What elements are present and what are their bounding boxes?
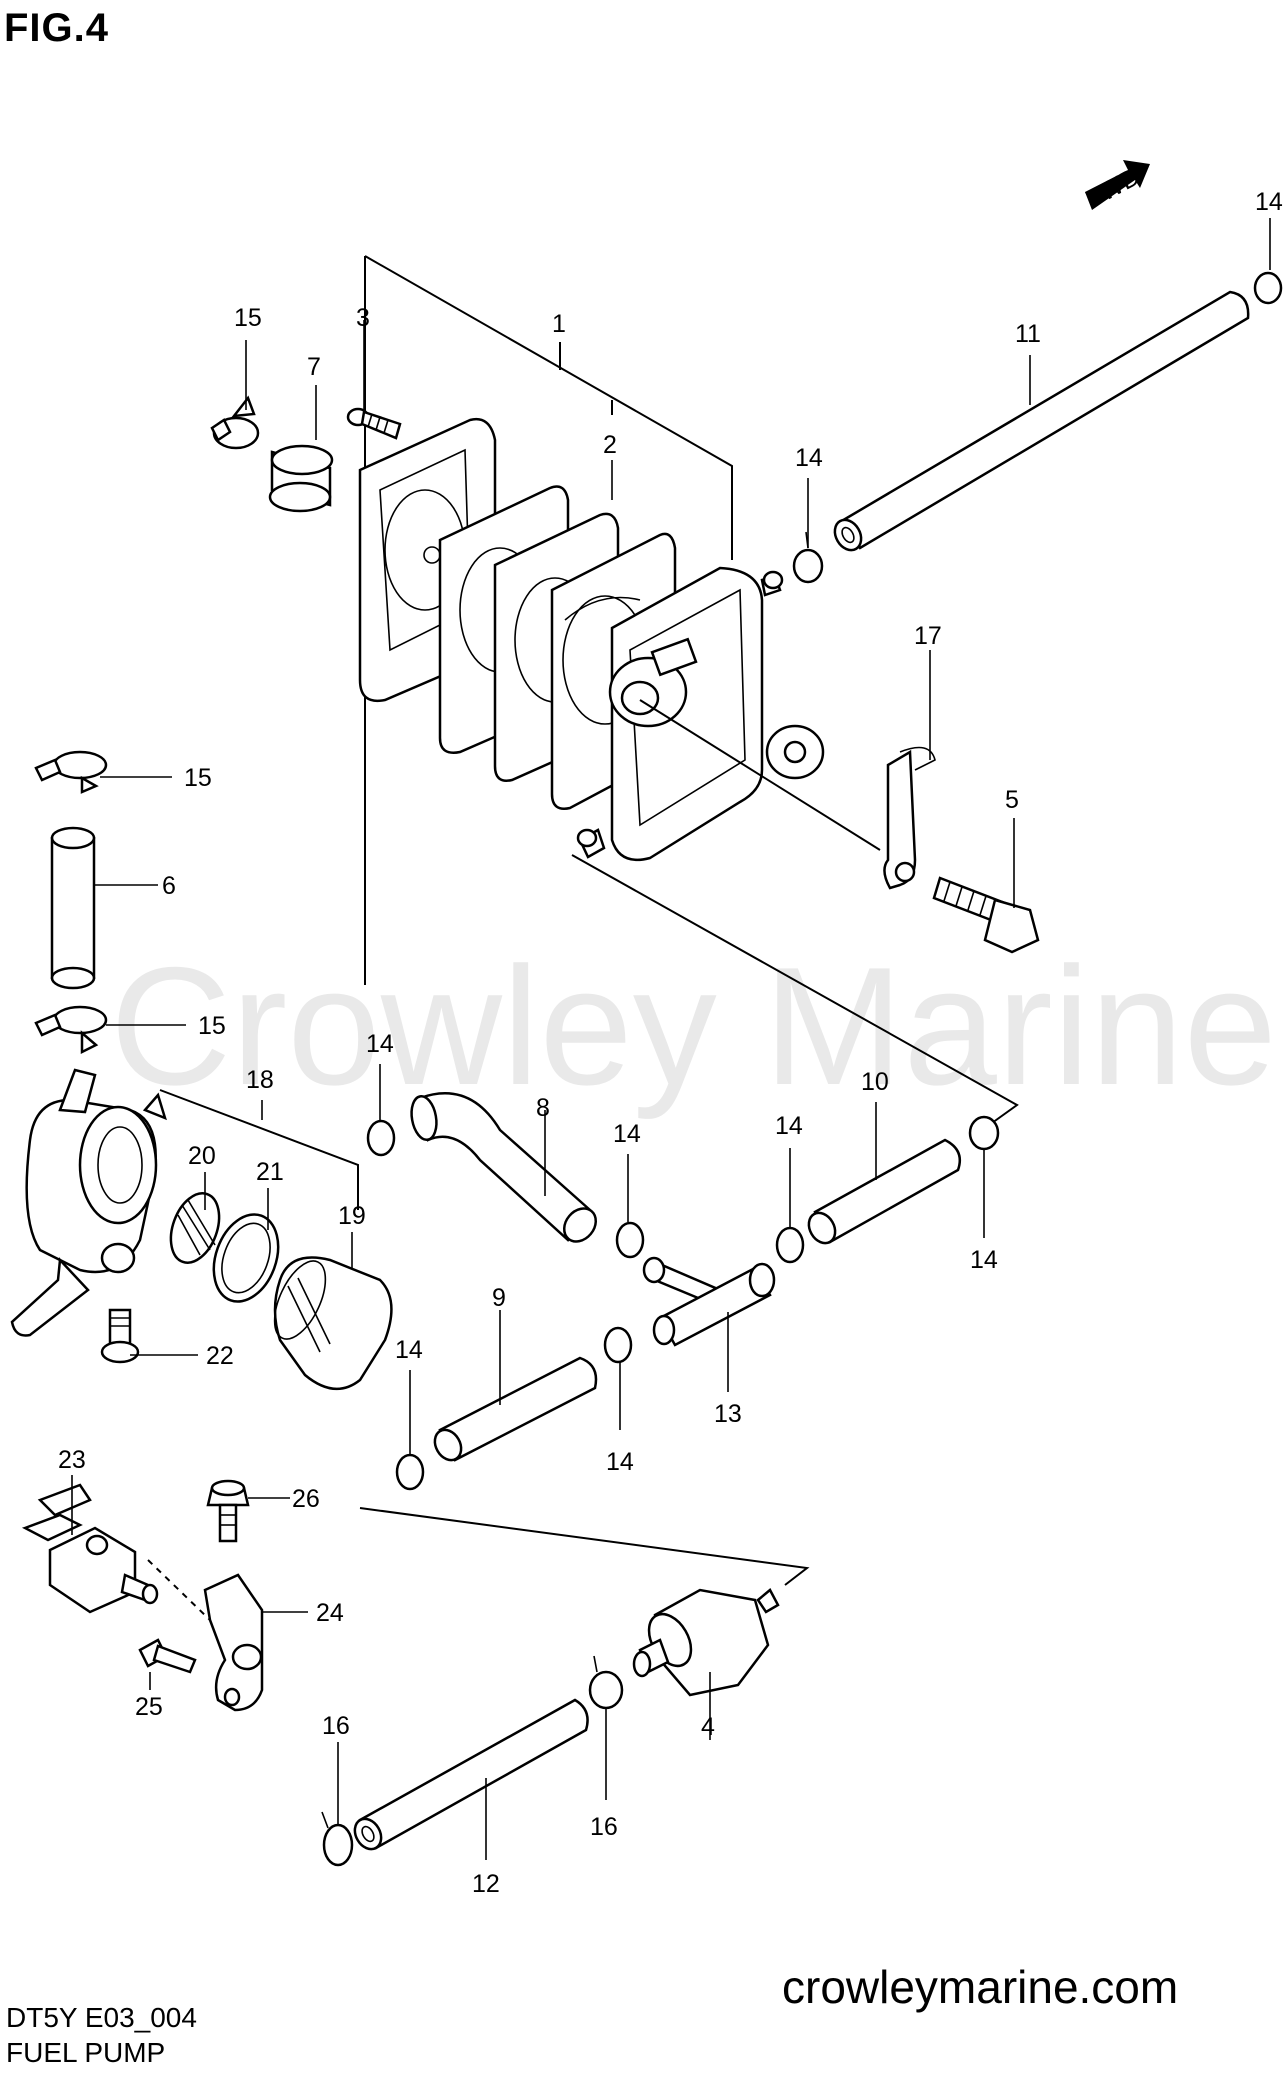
clamp-part <box>210 395 260 450</box>
fuel-cock-part <box>10 1068 167 1337</box>
bracket-part <box>883 746 1040 954</box>
callout-22: 22 <box>206 1342 234 1370</box>
clip-part <box>792 271 1283 584</box>
hose-part <box>410 1091 598 1243</box>
hose-part <box>433 1356 598 1462</box>
o-ring-part <box>212 1213 280 1303</box>
callout-26: 26 <box>292 1485 320 1513</box>
callout-9: 9 <box>492 1284 506 1312</box>
bolt-part <box>206 1479 250 1543</box>
callout-21: 21 <box>256 1158 284 1186</box>
callout-24: 24 <box>316 1599 344 1627</box>
bolt-part <box>138 1638 197 1674</box>
joint-part <box>642 1256 776 1347</box>
filter-cup-part <box>273 1256 393 1391</box>
clip-part <box>321 1655 624 1867</box>
bracket-line <box>159 1089 359 1210</box>
callout-10: 10 <box>861 1068 889 1096</box>
clamp-part <box>34 750 108 794</box>
clip-part <box>366 1115 1000 1491</box>
callout-13: 13 <box>714 1400 742 1428</box>
bracket-part <box>203 1573 264 1712</box>
callout-7: 7 <box>307 353 321 381</box>
callout-8: 8 <box>536 1094 550 1122</box>
callout-14: 14 <box>795 444 823 472</box>
fuel-filter-part <box>632 1588 780 1697</box>
watermark: Crowley Marine <box>110 932 1277 1120</box>
callout-14: 14 <box>970 1246 998 1274</box>
diagram-code: DT5Y E03_004 <box>6 2002 197 2033</box>
callout-4: 4 <box>701 1713 715 1741</box>
hose-part <box>353 1698 589 1851</box>
bracket-line <box>359 1507 810 1586</box>
hose-part <box>50 826 96 990</box>
bracket-line <box>571 854 1019 1129</box>
callout-14: 14 <box>366 1030 394 1058</box>
screw-part <box>100 1308 140 1364</box>
callout-6: 6 <box>162 872 176 900</box>
clamp-part <box>34 1005 108 1055</box>
callout-11: 11 <box>1015 320 1041 348</box>
callout-23: 23 <box>58 1446 86 1474</box>
callout-14: 14 <box>1255 188 1283 216</box>
callout-19: 19 <box>338 1202 366 1230</box>
connector-part <box>21 1483 159 1614</box>
diagram-title: FUEL PUMP <box>6 2037 166 2068</box>
callout-14: 14 <box>606 1448 634 1476</box>
screw-part <box>346 407 402 440</box>
callout-1: 1 <box>552 310 566 338</box>
callout-16: 16 <box>590 1813 618 1841</box>
callout-5: 5 <box>1005 786 1019 814</box>
callout-20: 20 <box>188 1142 216 1170</box>
site-url: crowleymarine.com <box>782 1961 1179 2013</box>
leader-lines <box>71 218 1271 1860</box>
callout-15: 15 <box>234 304 262 332</box>
pump-body <box>576 566 881 862</box>
callout-14: 14 <box>775 1112 803 1140</box>
fwd-label: FWD <box>1081 162 1144 213</box>
callout-labels: 1 2 3 4 5 6 7 8 9 10 11 12 13 14 14 14 1… <box>58 188 1283 1898</box>
figure-title: FIG.4 <box>4 6 110 50</box>
callout-15: 15 <box>198 1012 226 1040</box>
callout-12: 12 <box>472 1870 500 1898</box>
callout-14: 14 <box>613 1120 641 1148</box>
fwd-arrow-icon: FWD <box>1081 160 1150 214</box>
bracket-line <box>364 255 733 560</box>
callout-16: 16 <box>322 1712 350 1740</box>
callout-17: 17 <box>914 622 942 650</box>
callout-2: 2 <box>603 431 617 459</box>
hose-part <box>833 290 1250 552</box>
callout-25: 25 <box>135 1693 163 1721</box>
callout-14: 14 <box>395 1336 423 1364</box>
filter-screen-part <box>169 1192 221 1264</box>
callout-18: 18 <box>246 1066 274 1094</box>
hose-part <box>807 1138 962 1245</box>
hose-part <box>268 444 334 513</box>
callout-15: 15 <box>184 764 212 792</box>
callout-3: 3 <box>356 304 370 332</box>
